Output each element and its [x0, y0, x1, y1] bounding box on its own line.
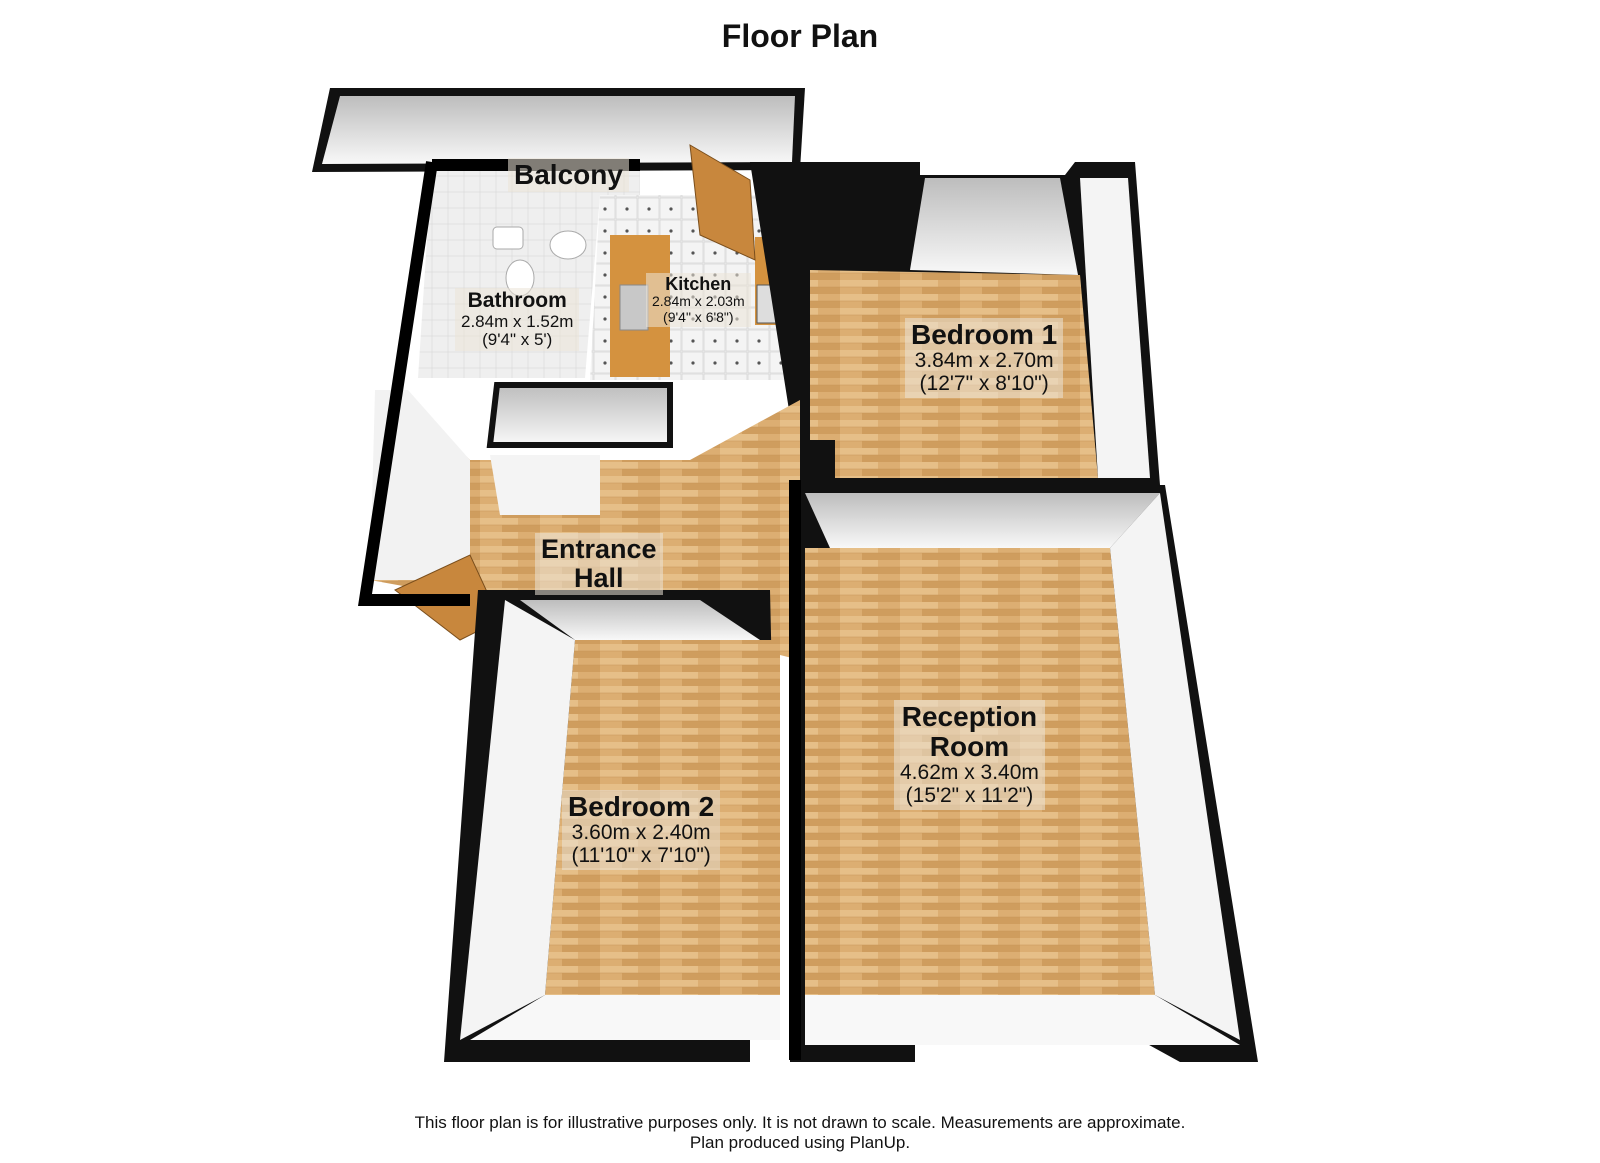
room-label-balcony: Balcony [508, 158, 629, 193]
credit-line: Plan produced using PlanUp. [689, 1133, 911, 1153]
disclaimer-footer: This floor plan is for illustrative purp… [0, 1113, 1600, 1154]
disclaimer-line: This floor plan is for illustrative purp… [414, 1113, 1186, 1132]
room-label-bedroom1: Bedroom 1 3.84m x 2.70m (12'7" x 8'10") [905, 318, 1064, 398]
room-label-bedroom2: Bedroom 2 3.60m x 2.40m (11'10" x 7'10") [562, 790, 721, 870]
room-label-kitchen: Kitchen 2.84m x 2.03m (9'4" x 6'8") [646, 273, 751, 327]
room-label-entrance-hall: Entrance Hall [535, 533, 663, 596]
room-label-bathroom: Bathroom 2.84m x 1.52m (9'4" x 5') [455, 288, 580, 352]
page-title: Floor Plan [721, 18, 879, 54]
balcony-area [312, 88, 805, 172]
room-label-reception: Reception Room 4.62m x 3.40m (15'2" x 11… [894, 700, 1045, 810]
